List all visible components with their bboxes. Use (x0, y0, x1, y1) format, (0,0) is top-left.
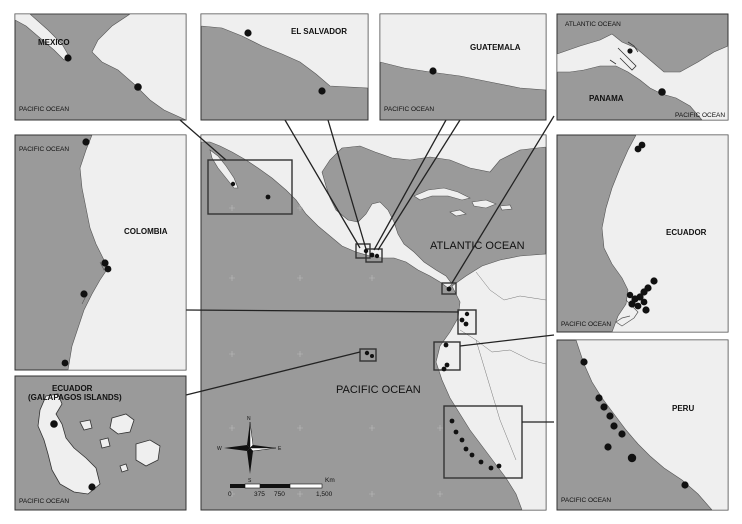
inset-mexico: MEXICO PACIFIC OCEAN (14, 13, 187, 121)
galapagos-ocean-label: PACIFIC OCEAN (19, 498, 69, 505)
panama-label: PANAMA (589, 94, 624, 103)
guatemala-ocean-label: PACIFIC OCEAN (384, 106, 434, 113)
mexico-ocean-label: PACIFIC OCEAN (19, 106, 69, 113)
study-area-boxes (207, 159, 523, 479)
south-america-land (435, 253, 547, 511)
caribbean-islands-land (413, 187, 471, 201)
north-america-land (200, 134, 547, 289)
inset-peru: PERU PACIFIC OCEAN (556, 339, 729, 511)
compass-w: W (217, 446, 222, 452)
scale-tick-0: 0 (228, 491, 232, 498)
colombia-label: COLOMBIA (124, 227, 168, 236)
compass-e: E (278, 446, 282, 452)
scale-unit: Km (325, 477, 335, 484)
graticule (229, 205, 443, 497)
panama-pacific-label: PACIFIC OCEAN (675, 112, 725, 119)
panama-atlantic-label: ATLANTIC OCEAN (565, 21, 621, 28)
ecuador-label: ECUADOR (666, 228, 707, 237)
peru-ocean-label: PACIFIC OCEAN (561, 497, 611, 504)
inset-panama: ATLANTIC OCEAN PANAMA PACIFIC OCEAN (556, 13, 729, 121)
main-map: ATLANTIC OCEAN PACIFIC OCEAN (200, 134, 547, 511)
ecuador-ocean-label: PACIFIC OCEAN (561, 321, 611, 328)
compass-s: S (248, 478, 252, 484)
compass-n: N (247, 416, 251, 422)
pacific-ocean-label: PACIFIC OCEAN (336, 384, 421, 396)
atlantic-ocean-label: ATLANTIC OCEAN (430, 240, 525, 252)
inset-guatemala: GUATEMALA PACIFIC OCEAN (379, 13, 547, 121)
peru-label: PERU (672, 404, 694, 413)
scale-tick-1500: 1,500 (316, 491, 333, 498)
connector-lines (179, 115, 555, 423)
guatemala-label: GUATEMALA (470, 43, 521, 52)
galapagos-label-line2: (GALAPAGOS ISLANDS) (28, 393, 122, 402)
galapagos-label-line1: ECUADOR (52, 384, 93, 393)
mexico-label: MEXICO (38, 38, 70, 47)
colombia-ocean-label: PACIFIC OCEAN (19, 146, 69, 153)
el-salvador-label: EL SALVADOR (291, 27, 347, 36)
inset-ecuador: ECUADOR PACIFIC OCEAN (556, 134, 729, 333)
inset-galapagos: ECUADOR (GALAPAGOS ISLANDS) PACIFIC OCEA… (14, 375, 187, 511)
compass-rose-icon: N S E W (217, 416, 282, 484)
scale-tick-750: 750 (274, 491, 285, 498)
inset-el-salvador: EL SALVADOR (200, 13, 369, 121)
main-map-points (230, 181, 502, 471)
scale-tick-375: 375 (254, 491, 265, 498)
scale-bar: 0 375 750 1,500 Km (228, 477, 335, 498)
inset-colombia: PACIFIC OCEAN COLOMBIA (14, 134, 187, 371)
